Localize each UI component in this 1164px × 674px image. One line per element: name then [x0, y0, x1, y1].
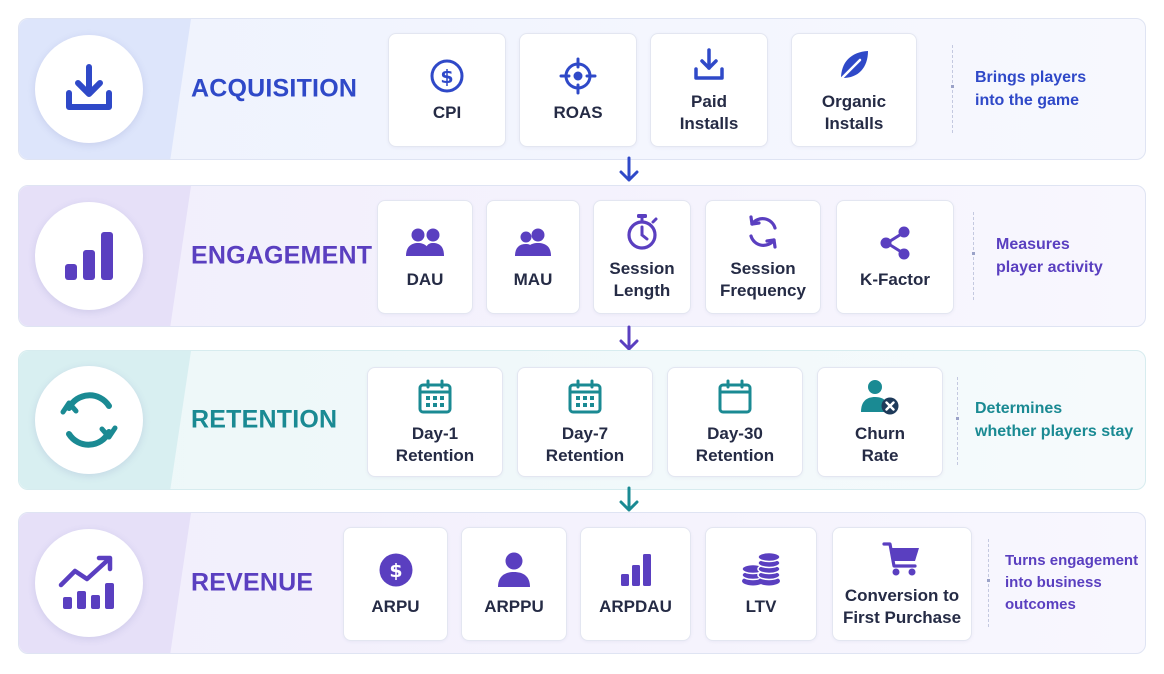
stage-title: RETENTION: [191, 405, 338, 434]
download-icon: [694, 48, 724, 80]
metric-label: MAU: [513, 270, 553, 289]
metric-label: Churn Rate: [854, 424, 906, 465]
stage-description: Measures player activity: [996, 236, 1103, 276]
metric-card-arpdau[interactable]: ARPDAU: [580, 527, 691, 641]
cart-icon: [882, 542, 919, 576]
stage-description: Turns engagement into business outcomes: [1005, 552, 1139, 613]
metric-label: LTV: [745, 597, 777, 616]
metric-label: Session Frequency: [720, 259, 806, 300]
calendar-icon: [718, 379, 752, 414]
metric-label: Day-1 Retention: [395, 424, 475, 465]
metric-label: ROAS: [553, 103, 603, 122]
metric-card-arppu[interactable]: ARPPU: [461, 527, 567, 641]
engagement-badge: [35, 202, 143, 310]
metric-card-paid-installs[interactable]: Paid Installs: [650, 33, 768, 147]
svg-text:$: $: [440, 66, 453, 88]
divider: [956, 377, 959, 465]
metric-card-k-factor[interactable]: K-Factor: [836, 200, 954, 314]
metric-card-cpi[interactable]: $ CPI: [388, 33, 506, 147]
metric-card-conversion-to-first-purchase[interactable]: Conversion to First Purchase: [832, 527, 972, 641]
metric-card-day-7-retention[interactable]: Day-7 Retention: [517, 367, 653, 477]
metric-card-day-30-retention[interactable]: Day-30 Retention: [667, 367, 803, 477]
metric-card-session-length[interactable]: Session Length: [593, 200, 691, 314]
bar-chart-icon: [65, 232, 113, 280]
metric-label: ARPDAU: [599, 597, 672, 616]
leaf-icon: [838, 51, 868, 82]
stage-description: Determines whether players stay: [975, 400, 1134, 440]
metric-card-ltv[interactable]: LTV: [705, 527, 817, 641]
svg-text:$: $: [389, 560, 402, 582]
metric-label: CPI: [432, 103, 462, 122]
revenue-badge: [35, 529, 143, 637]
stage-title: ENGAGEMENT: [191, 241, 373, 270]
users-icon: [406, 228, 444, 256]
metric-label: K-Factor: [860, 270, 930, 289]
metric-label: Day-7 Retention: [545, 424, 625, 465]
metric-label: Conversion to First Purchase: [842, 586, 962, 627]
flow-arrow-down-icon: [619, 486, 639, 512]
growth-chart-icon: [58, 555, 114, 609]
user-icon: [498, 552, 530, 587]
stopwatch-icon: [627, 214, 658, 250]
retention-badge: [35, 366, 143, 474]
acquisition-stage: ACQUISITION $ CPI ROAS Paid: [18, 18, 1146, 160]
metric-card-day-1-retention[interactable]: Day-1 Retention: [367, 367, 503, 477]
divider: [951, 45, 954, 133]
cycle-arrows-icon: [60, 392, 118, 448]
metric-label: ARPU: [371, 597, 420, 616]
engagement-stage: ENGAGEMENT DAU MAU: [18, 185, 1146, 327]
divider: [972, 212, 975, 300]
metric-card-session-frequency[interactable]: Session Frequency: [705, 200, 821, 314]
acquisition-badge: [35, 35, 143, 143]
flow-arrow-down-icon: [619, 325, 639, 351]
stage-description: Brings players into the game: [975, 69, 1087, 109]
metric-card-dau[interactable]: DAU: [377, 200, 473, 314]
metric-label: ARPPU: [484, 597, 544, 616]
coins-icon: [741, 551, 781, 586]
metric-card-roas[interactable]: ROAS: [519, 33, 637, 147]
retention-stage: RETENTION Day-1 Retention Day-7 Retentio…: [18, 350, 1146, 490]
metric-label: Session Length: [609, 259, 675, 300]
dollar-circle-icon: $: [430, 59, 464, 93]
metric-label: Day-30 Retention: [695, 424, 775, 465]
user-remove-icon: [861, 380, 899, 415]
stage-title: REVENUE: [191, 568, 314, 597]
download-tray-icon: [66, 64, 112, 110]
revenue-stage: REVENUE $ ARPU ARPPU ARPDAU: [18, 512, 1146, 654]
metric-card-arpu[interactable]: $ ARPU: [343, 527, 448, 641]
flow-arrow-down-icon: [619, 156, 639, 182]
users-icon: [515, 228, 551, 256]
calendar-icon: [568, 379, 602, 414]
calendar-icon: [418, 379, 452, 414]
divider: [987, 539, 990, 627]
target-icon: [559, 57, 597, 95]
bar-chart-icon: [620, 554, 651, 586]
metric-card-organic-installs[interactable]: Organic Installs: [791, 33, 917, 147]
metric-card-churn-rate[interactable]: Churn Rate: [817, 367, 943, 477]
metric-label: Organic Installs: [821, 92, 887, 133]
refresh-icon: [749, 215, 777, 249]
share-icon: [880, 226, 910, 260]
metric-label: Paid Installs: [679, 92, 739, 133]
metric-label: DAU: [406, 270, 444, 289]
dollar-circle-icon: $: [379, 553, 412, 587]
metric-card-mau[interactable]: MAU: [486, 200, 580, 314]
stage-title: ACQUISITION: [191, 74, 358, 103]
